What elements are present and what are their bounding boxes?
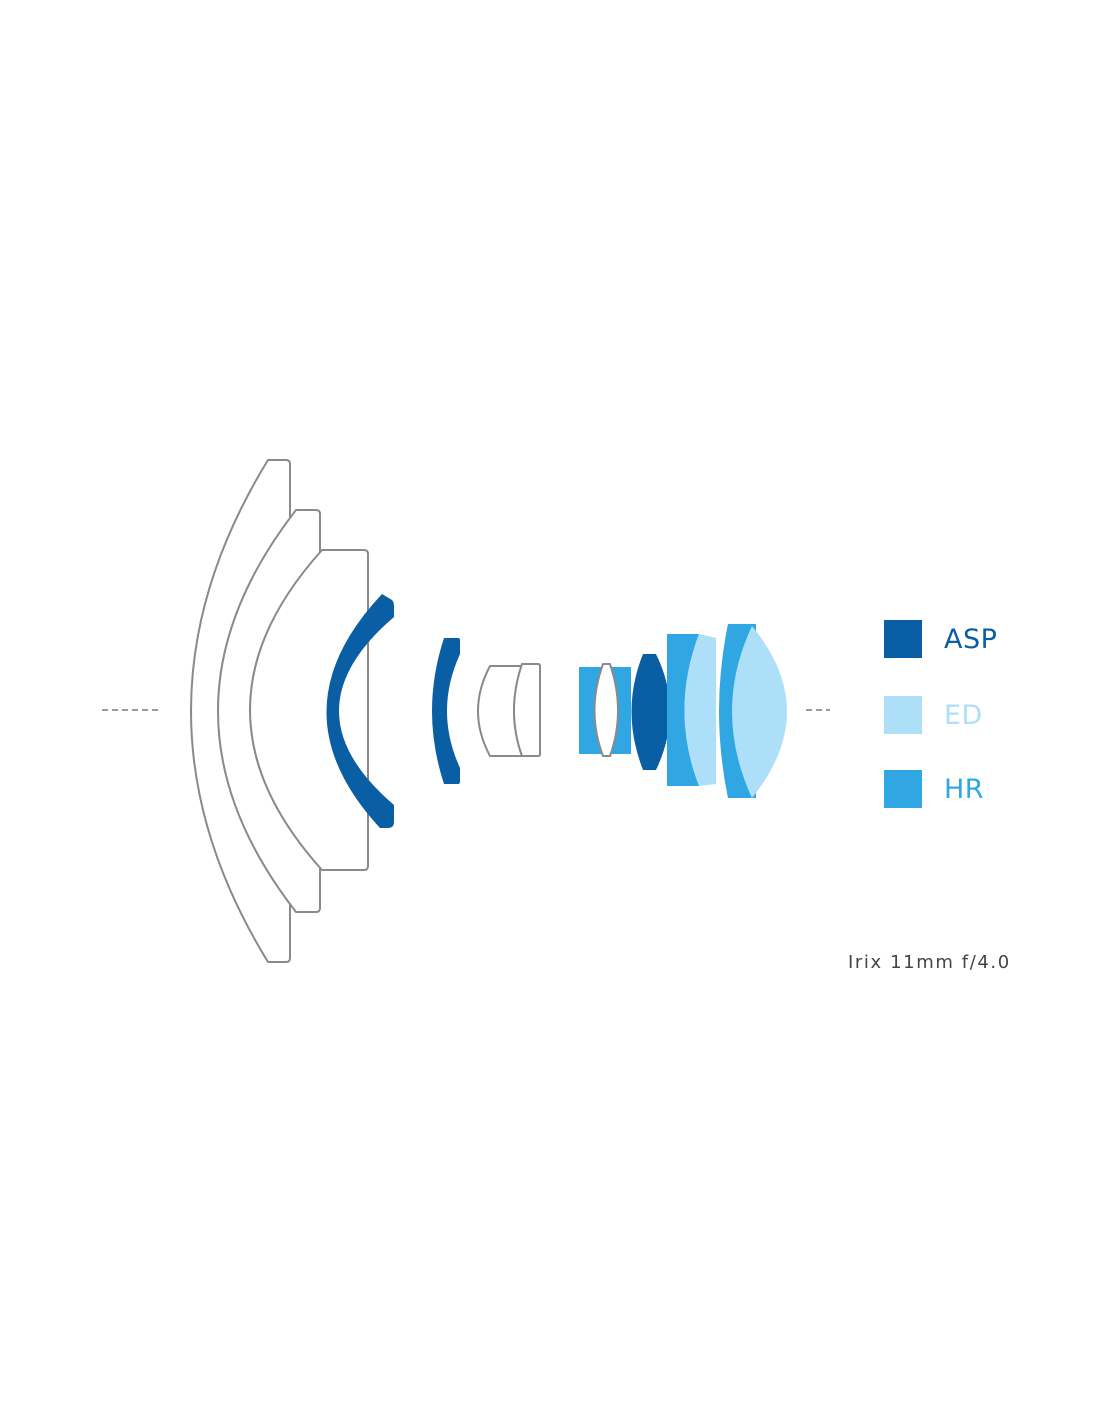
legend-label-hr: HR [944, 773, 985, 805]
lens-model-caption: Irix 11mm f/4.0 [848, 952, 1011, 973]
legend-label-asp: ASP [944, 623, 998, 655]
lens-element-ed-2 [732, 626, 787, 798]
legend-swatch-ed [884, 696, 922, 734]
lens-element-asp-1 [326, 594, 394, 828]
lens-element-hr-2 [667, 634, 699, 786]
lens-element-asp-2 [432, 638, 460, 784]
legend-item-ed: ED [884, 696, 983, 734]
legend-label-ed: ED [944, 699, 983, 731]
lens-element-biconvex-outline [593, 663, 619, 757]
lens-element-3 [249, 549, 369, 871]
lens-element-ed-1 [684, 634, 716, 786]
legend-item-asp: ASP [884, 620, 997, 658]
lens-element-asp-3 [631, 654, 670, 770]
legend-item-hr: HR [884, 770, 984, 808]
legend-swatch-hr [884, 770, 922, 808]
legend-swatch-asp [884, 620, 922, 658]
lens-element-doublet-rear [513, 663, 541, 757]
